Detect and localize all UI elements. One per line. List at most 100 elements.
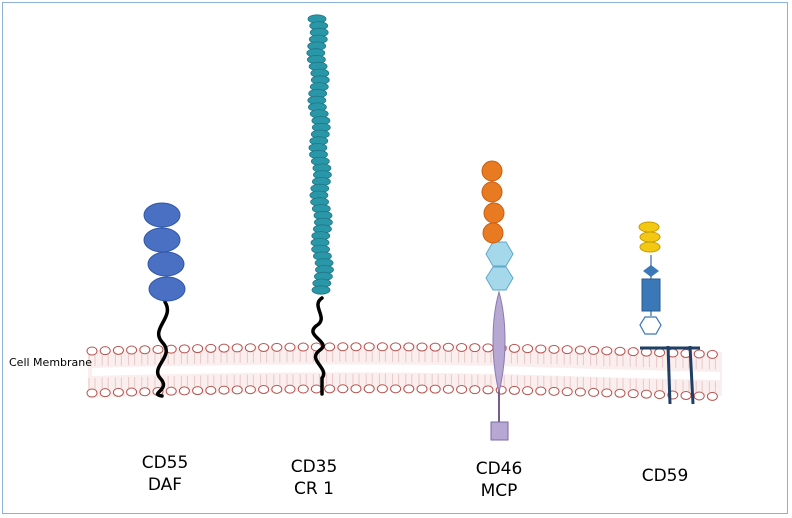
cd55-domain [143, 202, 181, 228]
lipid-head [99, 388, 111, 398]
lipid-head [403, 342, 415, 352]
lipid-head [482, 343, 494, 353]
cd35-label: CD35 CR 1 [274, 456, 354, 500]
lipid-head [574, 345, 586, 355]
cd46-cytoplasmic-domain [490, 421, 509, 441]
lipid-head [126, 387, 138, 397]
cd46-alias: MCP [480, 481, 518, 501]
cd46-hexagon-domain [485, 266, 514, 291]
cd46-protein [481, 160, 514, 441]
lipid-head [693, 391, 705, 401]
lipid-head [139, 387, 151, 397]
lipid-head [601, 388, 613, 398]
lipid-head [231, 343, 243, 353]
lipid-head [561, 387, 573, 397]
cd59-anchor-leg [666, 345, 672, 405]
lipid-head [258, 342, 270, 352]
lipid-head [258, 384, 270, 394]
lipid-head [588, 387, 600, 397]
cd59-domain [639, 241, 661, 253]
lipid-head [112, 345, 124, 355]
cd55-domain [143, 227, 181, 253]
lipid-head [363, 384, 375, 394]
lipid-head [706, 391, 718, 401]
lipid-head [244, 343, 256, 353]
membrane-heads-lower [86, 373, 718, 401]
cd59-hexagon [639, 316, 662, 335]
lipid-head [178, 344, 190, 354]
lipid-head [482, 385, 494, 395]
lipid-head [337, 342, 349, 352]
lipid-head [390, 342, 402, 352]
lipid-head [588, 345, 600, 355]
lipid-head [535, 344, 547, 354]
lipid-head [271, 384, 283, 394]
lipid-head [522, 386, 534, 396]
cd59-anchor-leg [688, 345, 695, 405]
lipid-head [442, 384, 454, 394]
lipid-head [574, 387, 586, 397]
lipid-head [271, 342, 283, 352]
lipid-head [324, 384, 336, 394]
lipid-head [654, 390, 666, 400]
lipid-head [350, 384, 362, 394]
lipid-head [99, 346, 111, 356]
cd55-domain [147, 251, 185, 277]
lipid-head [126, 345, 138, 355]
cd59-body [641, 278, 661, 312]
cd46-scr-domain [481, 181, 503, 203]
membrane-label: Cell Membrane [9, 356, 93, 369]
lipid-head [86, 388, 98, 398]
lipid-head [614, 388, 626, 398]
lipid-head [178, 386, 190, 396]
lipid-head [548, 344, 560, 354]
lipid-head [627, 389, 639, 399]
membrane-core [91, 364, 721, 380]
cd46-scr-domain [482, 222, 504, 244]
lipid-head [442, 342, 454, 352]
cd46-scr-domain [481, 160, 503, 182]
lipid-head [284, 384, 296, 394]
lipid-head [469, 385, 481, 395]
lipid-head [205, 385, 217, 395]
cd59-name: CD59 [641, 466, 689, 486]
cd55-label: CD55 DAF [125, 452, 205, 496]
cd59-protein [638, 221, 700, 405]
lipid-head [390, 384, 402, 394]
lipid-head [561, 345, 573, 355]
lipid-head [165, 386, 177, 396]
lipid-head [297, 384, 309, 394]
cd59-label: CD59 [625, 465, 705, 487]
cd35-scr-domain [311, 285, 331, 295]
cd59-domain [638, 221, 660, 233]
cd55-anchor [155, 300, 170, 398]
lipid-head [152, 344, 164, 354]
lipid-head [337, 384, 349, 394]
lipid-head [376, 342, 388, 352]
lipid-head [310, 384, 322, 394]
lipid-head [706, 349, 718, 359]
lipid-head [324, 342, 336, 352]
lipid-head [456, 342, 468, 352]
lipid-head [112, 387, 124, 397]
cd35-name: CD35 [290, 457, 338, 477]
lipid-head [508, 343, 520, 353]
cell-membrane [86, 342, 722, 401]
membrane-heads-upper [86, 342, 718, 370]
lipid-head [640, 389, 652, 399]
lipid-head [508, 385, 520, 395]
lipid-head [192, 386, 204, 396]
lipid-head [363, 342, 375, 352]
lipid-head [218, 385, 230, 395]
lipid-head [614, 346, 626, 356]
cd35-protein [306, 14, 334, 396]
lipid-head [297, 342, 309, 352]
cd55-name: CD55 [141, 453, 189, 473]
lipid-head [350, 342, 362, 352]
lipid-head [429, 384, 441, 394]
lipid-head [284, 342, 296, 352]
lipid-head [205, 343, 217, 353]
cd46-hexagon-domain [485, 241, 514, 267]
